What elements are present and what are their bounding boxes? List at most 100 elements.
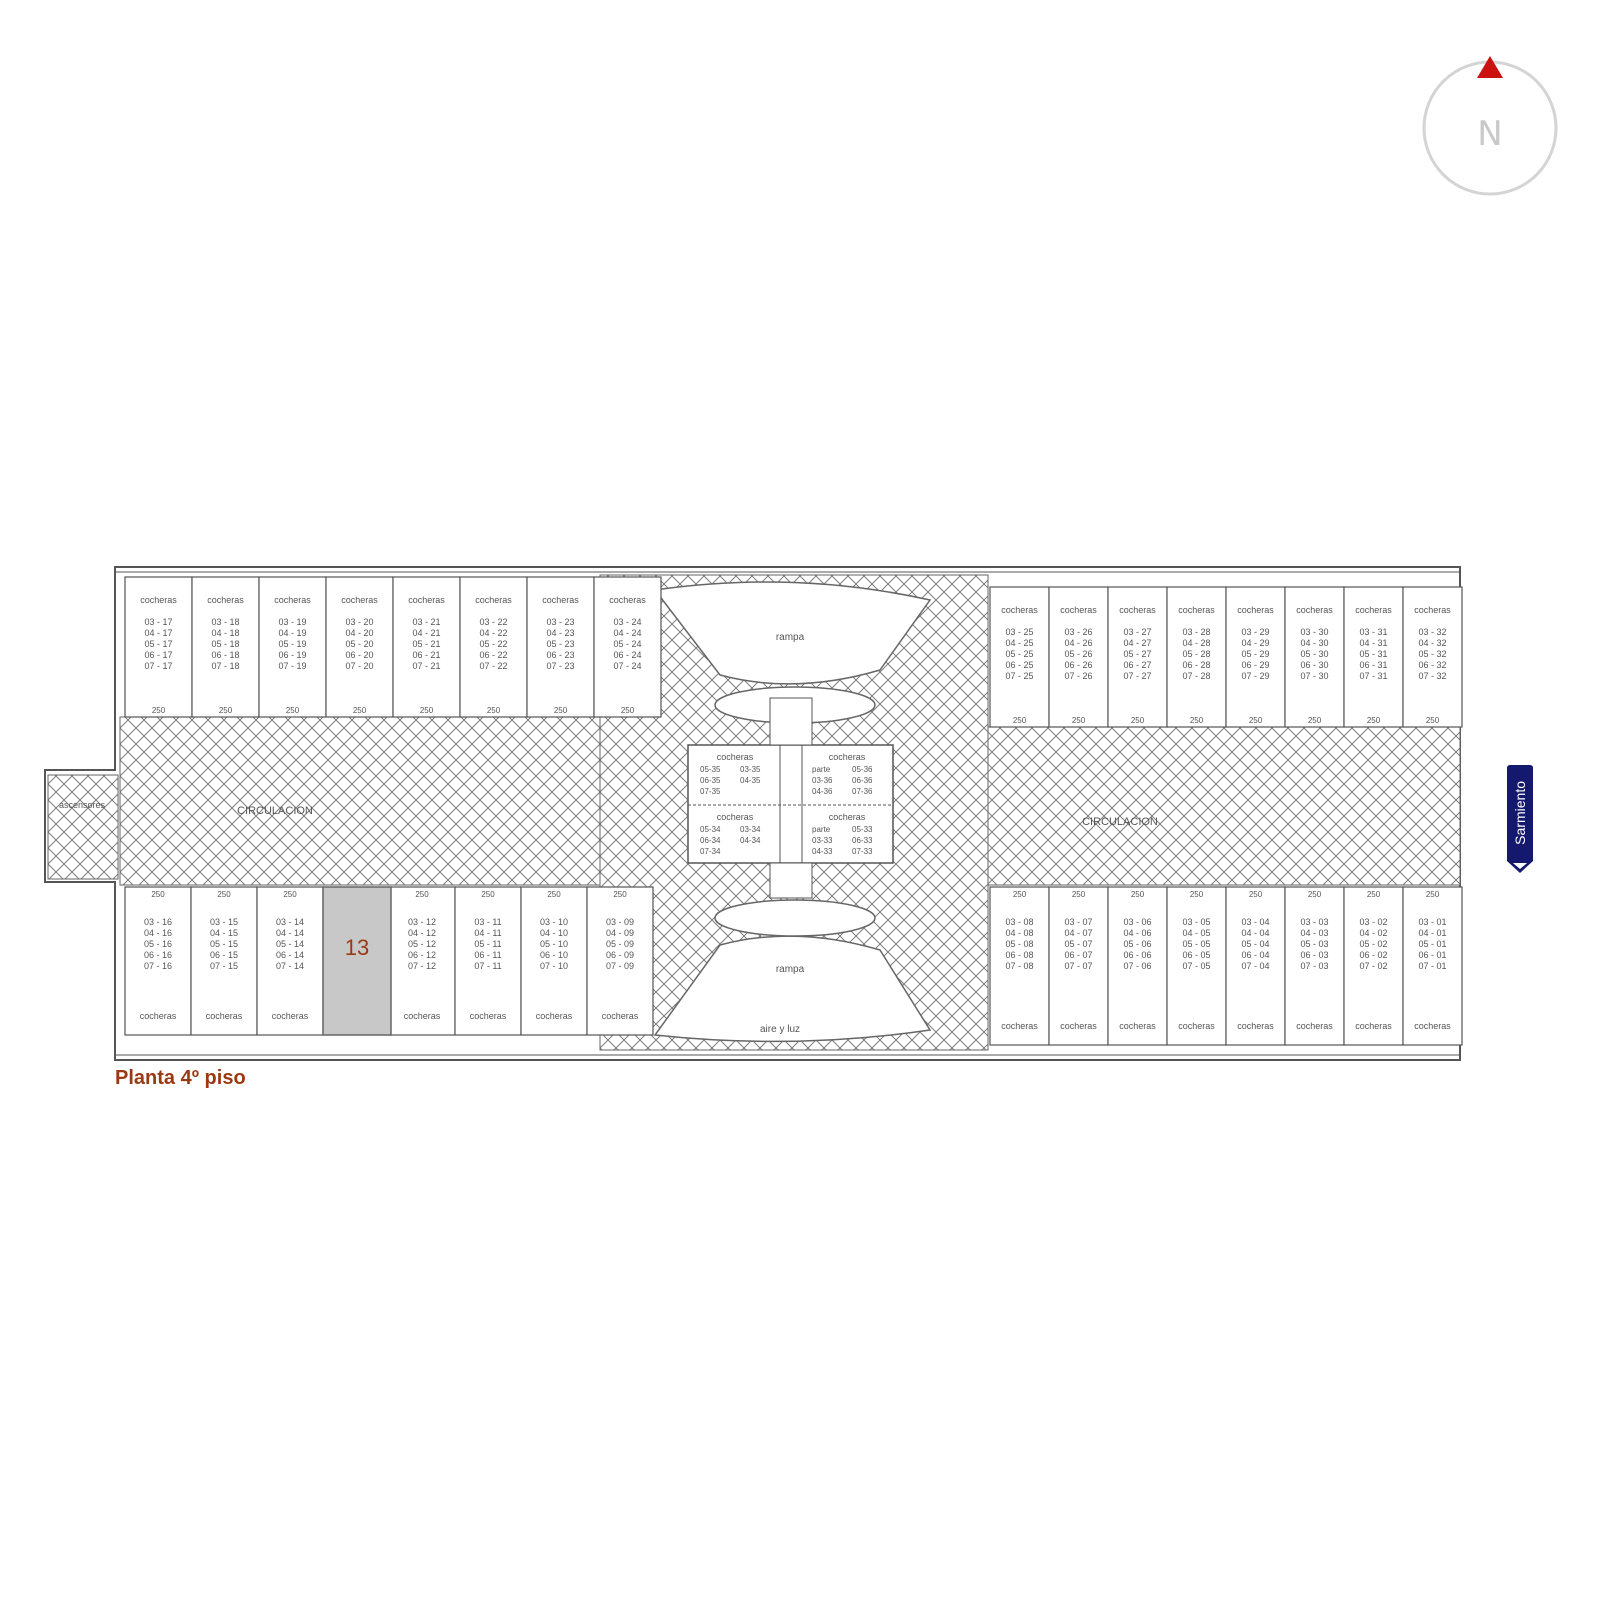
space-code: 03 - 20 bbox=[345, 617, 373, 627]
space-code: 05 - 28 bbox=[1182, 649, 1210, 659]
space-code: 04 - 26 bbox=[1064, 638, 1092, 648]
space-code: 05 - 16 bbox=[144, 939, 172, 949]
space-code: 07 - 14 bbox=[276, 961, 304, 971]
space-code: 03 - 07 bbox=[1064, 917, 1092, 927]
space-code: 06 - 02 bbox=[1359, 950, 1387, 960]
space-code: 05 - 31 bbox=[1359, 649, 1387, 659]
space-code: 06 - 08 bbox=[1005, 950, 1033, 960]
space-type-label: cocheras bbox=[1296, 1021, 1333, 1031]
center-block-code: 04-34 bbox=[740, 836, 761, 845]
circulation-east bbox=[987, 726, 1461, 886]
space-code: 05 - 02 bbox=[1359, 939, 1387, 949]
space-code: 04 - 30 bbox=[1300, 638, 1328, 648]
space-code: 05 - 29 bbox=[1241, 649, 1269, 659]
dimension-label: 250 bbox=[1072, 716, 1086, 725]
center-block-code: 05-34 bbox=[700, 825, 721, 834]
space-code: 03 - 08 bbox=[1005, 917, 1033, 927]
space-code: 03 - 19 bbox=[278, 617, 306, 627]
space-code: 06 - 05 bbox=[1182, 950, 1210, 960]
space-code: 07 - 32 bbox=[1418, 671, 1446, 681]
space-code: 05 - 11 bbox=[474, 939, 501, 949]
dimension-label: 250 bbox=[283, 890, 297, 899]
center-block-header: cocheras bbox=[829, 812, 866, 822]
space-code: 06 - 31 bbox=[1359, 660, 1387, 670]
space-code: 03 - 32 bbox=[1418, 627, 1446, 637]
space-type-label: cocheras bbox=[475, 595, 512, 605]
space-code: 06 - 11 bbox=[474, 950, 501, 960]
dimension-label: 250 bbox=[1426, 716, 1440, 725]
space-code: 06 - 07 bbox=[1064, 950, 1092, 960]
space-code: 07 - 23 bbox=[546, 661, 574, 671]
space-code: 04 - 18 bbox=[211, 628, 239, 638]
center-block-code: 04-36 bbox=[812, 787, 833, 796]
space-code: 06 - 10 bbox=[540, 950, 568, 960]
space-type-label: cocheras bbox=[1060, 1021, 1097, 1031]
space-code: 06 - 12 bbox=[408, 950, 436, 960]
street-tag-shape bbox=[1507, 765, 1533, 873]
space-code: 04 - 32 bbox=[1418, 638, 1446, 648]
space-code: 06 - 04 bbox=[1241, 950, 1269, 960]
dimension-label: 250 bbox=[1249, 716, 1263, 725]
space-code: 04 - 28 bbox=[1182, 638, 1210, 648]
space-code: 05 - 15 bbox=[210, 939, 238, 949]
space-code: 04 - 07 bbox=[1064, 928, 1092, 938]
space-code: 05 - 22 bbox=[479, 639, 507, 649]
dimension-label: 250 bbox=[151, 890, 165, 899]
dimension-label: 250 bbox=[1072, 890, 1086, 899]
space-type-label: cocheras bbox=[408, 595, 445, 605]
space-code: 06 - 20 bbox=[345, 650, 373, 660]
dimension-label: 250 bbox=[1367, 716, 1381, 725]
space-code: 06 - 24 bbox=[613, 650, 641, 660]
space-code: 07 - 09 bbox=[606, 961, 634, 971]
center-block-code: 05-33 bbox=[852, 825, 873, 834]
center-block-code: 05-35 bbox=[700, 765, 721, 774]
space-code: 07 - 17 bbox=[144, 661, 172, 671]
space-code: 03 - 16 bbox=[144, 917, 172, 927]
space-type-label: cocheras bbox=[1119, 1021, 1156, 1031]
space-code: 05 - 14 bbox=[276, 939, 304, 949]
circulation-label-east: CIRCULACION bbox=[1082, 816, 1158, 828]
space-code: 04 - 20 bbox=[345, 628, 373, 638]
highlighted-space-13[interactable] bbox=[322, 886, 392, 1036]
space-code: 06 - 23 bbox=[546, 650, 574, 660]
aire-y-luz-label: aire y luz bbox=[760, 1024, 800, 1035]
space-code: 07 - 18 bbox=[211, 661, 239, 671]
space-code: 03 - 31 bbox=[1359, 627, 1387, 637]
space-code: 03 - 04 bbox=[1241, 917, 1269, 927]
space-code: 05 - 25 bbox=[1005, 649, 1033, 659]
center-block-code: 04-33 bbox=[812, 847, 833, 856]
